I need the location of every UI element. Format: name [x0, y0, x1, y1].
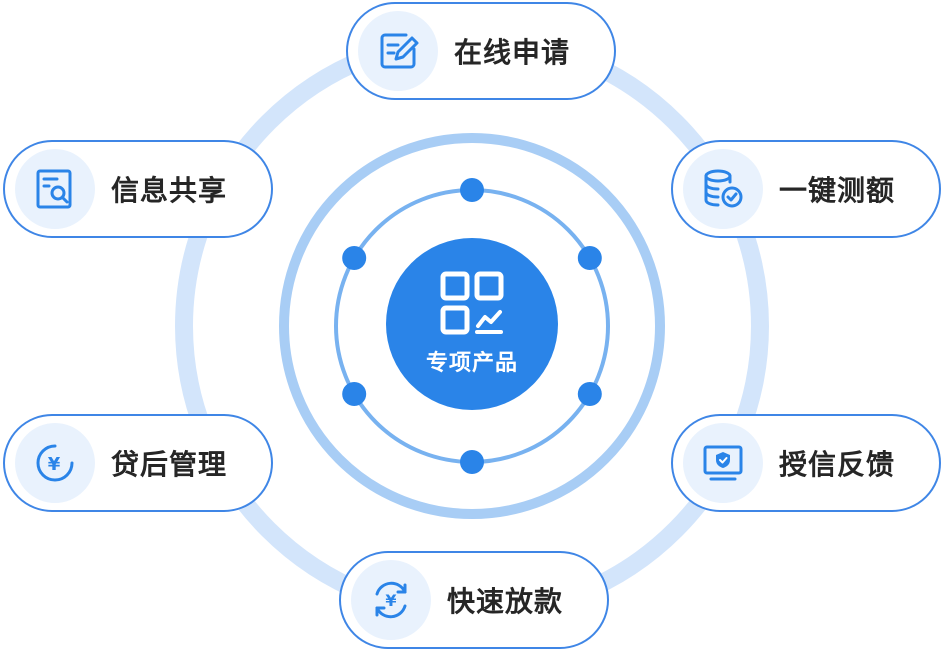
- middle-ring: [279, 133, 665, 519]
- svg-text:¥: ¥: [48, 454, 61, 475]
- node-label: 贷后管理: [111, 448, 228, 481]
- document-search-icon: [36, 169, 72, 209]
- orbit-dot: [577, 246, 602, 270]
- orbit-dot: [460, 178, 484, 202]
- icon-badge: [683, 149, 763, 229]
- icon-badge: [15, 149, 95, 229]
- monitor-shield-icon: [703, 445, 743, 481]
- orbit-dot: [577, 382, 602, 406]
- node-fast-loan[interactable]: ¥ 快速放款: [339, 551, 609, 649]
- orbit-dots: [342, 178, 602, 474]
- icon-badge: [683, 423, 763, 503]
- svg-text:¥: ¥: [385, 591, 396, 610]
- yuan-circle-icon: ¥: [36, 444, 74, 482]
- node-label: 一键测额: [779, 174, 896, 207]
- icon-badge: ¥: [351, 560, 431, 640]
- coin-stack-check-icon: [704, 169, 743, 208]
- node-label: 快速放款: [447, 585, 564, 618]
- node-quota-test[interactable]: 一键测额: [671, 140, 941, 238]
- node-credit-feedback[interactable]: 授信反馈: [671, 414, 941, 512]
- icon-badge: ¥: [15, 423, 95, 503]
- node-label: 信息共享: [111, 174, 228, 207]
- node-info-share[interactable]: 信息共享: [3, 140, 273, 238]
- orbit-dot: [342, 382, 367, 406]
- center-hub[interactable]: 专项产品: [386, 238, 558, 410]
- center-label: 专项产品: [425, 351, 518, 376]
- node-online-apply[interactable]: 在线申请: [346, 2, 616, 100]
- orbit-dot: [460, 450, 484, 474]
- node-label: 在线申请: [454, 36, 571, 69]
- qr-chart-icon: [440, 271, 504, 335]
- edit-document-icon: [380, 33, 419, 69]
- orbit-dot: [342, 246, 367, 270]
- node-label: 授信反馈: [779, 448, 896, 481]
- icon-badge: [358, 11, 438, 91]
- yuan-cycle-icon: ¥: [375, 581, 407, 619]
- node-post-loan[interactable]: ¥ 贷后管理: [3, 414, 273, 512]
